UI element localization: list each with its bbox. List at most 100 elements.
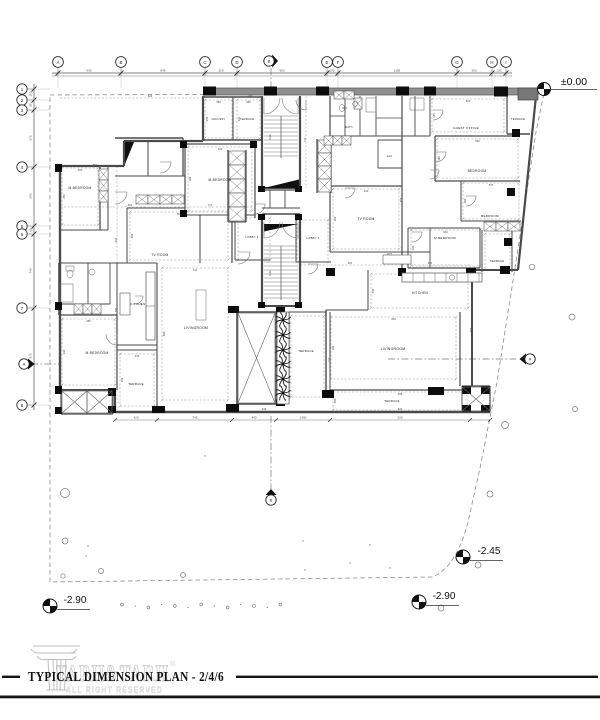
room-label-8: TERRACE: [128, 382, 144, 386]
dim-chain-14: 620: [398, 407, 403, 411]
room-label-5: KITCHEN: [131, 302, 146, 306]
walls-layer: [55, 86, 539, 415]
dim-bottom-0: 420: [133, 416, 138, 420]
dim-room-h-0: 450: [205, 116, 209, 121]
level-minus290-left-text: -2.90: [64, 595, 87, 606]
dim-room-h-9: 398: [437, 156, 441, 161]
grid-bubble-left-3: 3: [21, 108, 24, 113]
dim-chain-6: 710: [303, 137, 307, 142]
dim-bottom-3: 1400: [300, 416, 307, 420]
dim-left-5: 740: [29, 268, 33, 273]
dim-top-1: 845: [160, 69, 165, 73]
grid-bubble-left-4: 4: [21, 165, 24, 170]
dim-room-w-11: 640: [443, 230, 448, 234]
room-label-22: KIT.: [387, 253, 392, 256]
grid-bubble-left-6: 6: [21, 232, 24, 237]
room-label-10: GUEST OFFICE: [453, 126, 479, 130]
grid-bubble-left-8: 8: [21, 403, 24, 408]
dim-room-w-5: 710: [193, 268, 198, 272]
dim-chain-9: 620: [148, 94, 153, 98]
dim-top-7: 135: [496, 69, 501, 73]
dim-chain-4: 620: [348, 261, 353, 265]
dim-top-5: 1195: [394, 69, 401, 73]
dim-left-6: 975: [29, 353, 33, 358]
room-label-23: LAU.: [387, 155, 394, 158]
dim-room-w-9: 590: [475, 139, 480, 143]
watermark-column-logo: [30, 645, 80, 691]
grid-bubble-left-2: 2: [21, 98, 24, 103]
dim-top-0: 630: [86, 69, 91, 73]
dim-chain-0: 560: [128, 203, 133, 207]
dim-chain-3: 345: [114, 307, 118, 312]
dim-chain-7: 455: [399, 197, 403, 202]
level-marker: [537, 82, 551, 96]
dim-room-w-10: 575: [489, 183, 494, 187]
title-block: TARH&TARH ® ALL RIGHT RESERVED TYPICAL D…: [0, 645, 600, 699]
dim-left-4: 80: [29, 228, 33, 232]
room-label-7: M.BEDROOM: [86, 351, 109, 355]
stairs-layer: [263, 97, 299, 300]
room-label-21: LOBBY 2: [307, 236, 320, 240]
dim-left-3: 590: [29, 193, 33, 198]
grid-bubble-top-B: B: [120, 60, 123, 65]
dim-room-h-15: 180: [333, 398, 337, 403]
section-marker-top: B: [263, 54, 278, 68]
room-label-9: TERRACE: [298, 349, 314, 353]
dim-top-3: 900: [279, 69, 284, 73]
dim-room-h-7: 250: [120, 377, 124, 382]
room-label-11: TERRACE: [511, 117, 525, 121]
grid-bubble-top-I: I: [505, 60, 506, 65]
room-label-1: TERRACE: [240, 117, 255, 121]
dim-chain-11: 710: [327, 357, 331, 362]
room-label-4: TV ROOM: [151, 253, 168, 257]
dim-top-2: 320: [218, 69, 223, 73]
section-marker-left-letter: A: [23, 362, 26, 367]
dim-chain-1: 710: [208, 203, 213, 207]
dim-chain-8: 345: [248, 94, 253, 98]
dim-room-h-1: 420: [237, 116, 241, 121]
dim-left-0: 110: [29, 91, 33, 96]
room-label-24: W.C: [342, 107, 347, 110]
dim-room-h-14: 200: [331, 345, 335, 350]
grid-bubble-top-E: E: [326, 60, 329, 65]
hatch-layer: [61, 90, 521, 414]
grid-bubble-left-1: 1: [21, 87, 24, 92]
grid-bubble-top-A: A: [57, 60, 60, 65]
dim-room-w-1: 585: [246, 100, 251, 104]
room-label-15: M.BEDROOM: [434, 236, 456, 240]
dim-room-w-14: 300: [391, 317, 396, 321]
stair-run-label-2: 5x30: [268, 270, 272, 276]
fixtures-layer: [59, 97, 483, 405]
section-marker-left: A: [18, 358, 35, 370]
dim-room-h-10: 360: [463, 198, 467, 203]
dim-chain-13: 345: [262, 407, 267, 411]
dim-left-1: 95: [29, 103, 33, 107]
level-datum-text: ±0.00: [561, 76, 587, 88]
room-label-14: BEDROOM: [481, 214, 499, 218]
grid-bubble-top-C: C: [203, 60, 206, 65]
dim-top-4: 105: [329, 69, 334, 73]
dim-left-2: 575: [29, 135, 33, 140]
dim-room-h-11: 330: [411, 245, 415, 250]
site-boundary-layer: [31, 68, 545, 583]
level-minus245-text: -2.45: [478, 546, 501, 557]
dim-room-h-5: 460: [162, 331, 166, 336]
room-label-2: M.BEDROOM: [69, 186, 92, 190]
dim-top-6: 350: [471, 69, 476, 73]
dim-room-w-15: 298: [398, 392, 403, 396]
room-label-17: KITCHEN: [412, 291, 428, 295]
dim-room-h-3: 360: [188, 176, 192, 181]
room-label-3: M.BEDROOM: [209, 178, 232, 182]
dim-room-h-12: 260: [333, 216, 337, 221]
dim-room-w-12: 410: [364, 189, 369, 193]
room-label-25: BATH: [345, 126, 352, 129]
sheet-title: TYPICAL DIMENSION PLAN - 2/4/6: [28, 669, 224, 684]
dim-bottom-1: 745: [192, 416, 197, 420]
dim-room-w-2: 300: [78, 168, 83, 172]
section-marker-bottom-letter: B: [270, 498, 273, 503]
stair-run-label-1: 5x30: [268, 134, 272, 140]
title-rule-right: [236, 675, 598, 678]
